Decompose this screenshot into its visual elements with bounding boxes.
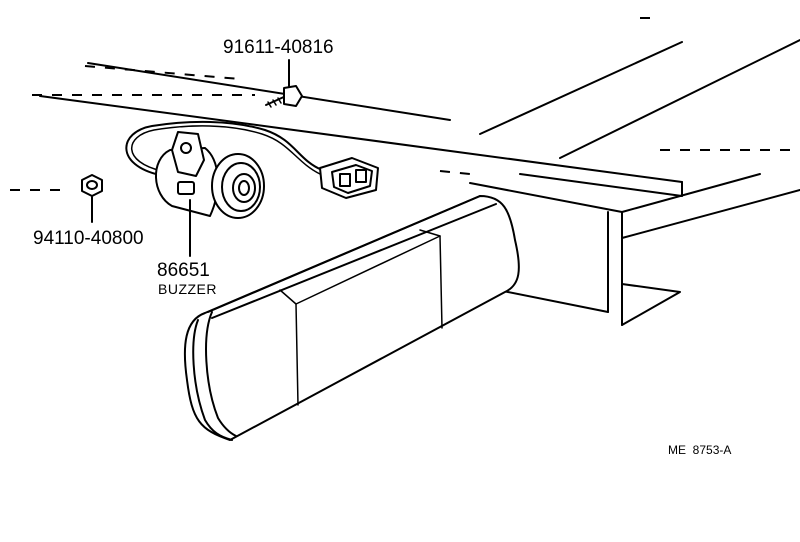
buzzer-part-number: 86651 bbox=[157, 260, 210, 281]
buzzer-name-label: BUZZER bbox=[158, 281, 217, 297]
frame-reference-lines bbox=[10, 17, 800, 191]
nut-icon bbox=[81, 174, 103, 223]
reference-code: ME 8753-A bbox=[668, 443, 731, 457]
mounting-bracket bbox=[469, 173, 800, 326]
wire-connector bbox=[319, 157, 379, 199]
bolt-part-number: 91611-40816 bbox=[223, 37, 334, 58]
lamp-housing bbox=[183, 195, 520, 441]
nut-part-number: 94110-40800 bbox=[33, 228, 144, 249]
buzzer-wire bbox=[125, 120, 323, 176]
upper-rail bbox=[39, 39, 800, 197]
buzzer-body bbox=[155, 131, 265, 219]
bolt-icon bbox=[265, 59, 303, 108]
